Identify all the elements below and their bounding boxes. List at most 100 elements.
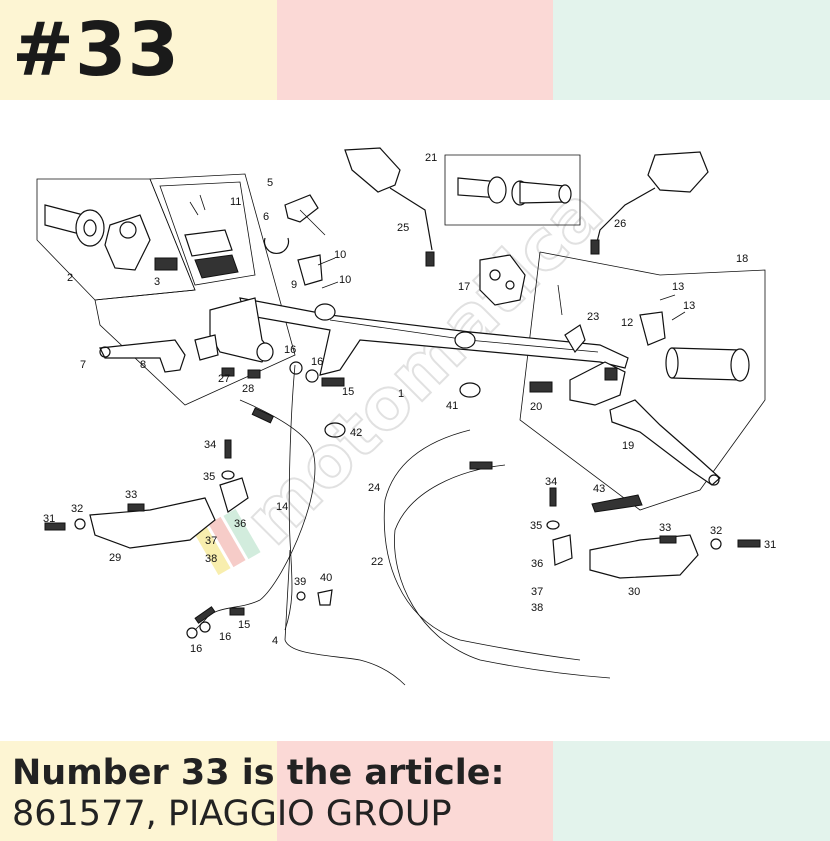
callout-1: 1 bbox=[398, 388, 404, 400]
article-heading: Number 33 is the article: bbox=[12, 753, 505, 793]
callout-25: 25 bbox=[397, 222, 409, 234]
left-mirror bbox=[344, 147, 435, 267]
watermark-strip-pink bbox=[208, 516, 246, 568]
grip-set-21 bbox=[457, 176, 572, 206]
callout-13b: 13 bbox=[683, 300, 695, 312]
callout-43: 43 bbox=[593, 483, 605, 495]
callout-32a: 32 bbox=[71, 503, 83, 515]
group-box-right-lever bbox=[519, 251, 766, 511]
band-segment-yellow bbox=[0, 0, 277, 100]
callout-41: 41 bbox=[446, 400, 458, 412]
band-segment-mint bbox=[553, 741, 830, 841]
callout-labels: 1 2 3 4 5 6 7 8 9 10 10 11 12 13 13 14 1… bbox=[43, 152, 776, 655]
right-handguard bbox=[546, 487, 761, 579]
left-switch-housing bbox=[104, 214, 178, 271]
callout-4: 4 bbox=[272, 635, 278, 647]
group-box-grips-21 bbox=[444, 154, 581, 226]
callout-16d: 16 bbox=[190, 643, 202, 655]
callout-16b: 16 bbox=[311, 356, 323, 368]
callout-5: 5 bbox=[267, 177, 273, 189]
callout-20: 20 bbox=[530, 401, 542, 413]
watermark-color-strip bbox=[193, 508, 261, 576]
callout-37a: 37 bbox=[205, 535, 217, 547]
callout-3: 3 bbox=[154, 276, 160, 288]
right-lever-mount bbox=[569, 361, 626, 406]
left-handguard bbox=[44, 439, 249, 549]
callout-18: 18 bbox=[736, 253, 748, 265]
sleeve-43 bbox=[591, 494, 643, 513]
clip-41-42 bbox=[324, 382, 481, 438]
left-grip bbox=[44, 204, 105, 247]
callout-37b: 37 bbox=[531, 586, 543, 598]
callout-24: 24 bbox=[368, 482, 380, 494]
exploded-parts-diagram: motomatica bbox=[0, 100, 830, 741]
right-mirror bbox=[590, 151, 709, 255]
callout-9: 9 bbox=[291, 279, 297, 291]
callout-10b: 10 bbox=[339, 274, 351, 286]
callout-15b: 15 bbox=[238, 619, 250, 631]
right-brake-lever bbox=[609, 399, 721, 486]
article-number: 861577, PIAGGIO GROUP bbox=[12, 794, 452, 834]
callout-6: 6 bbox=[263, 211, 269, 223]
callout-14: 14 bbox=[276, 501, 288, 513]
callout-32b: 32 bbox=[710, 525, 722, 537]
callout-31b: 31 bbox=[764, 539, 776, 551]
bracket-23 bbox=[557, 284, 586, 354]
callout-12: 12 bbox=[621, 317, 633, 329]
callout-30: 30 bbox=[628, 586, 640, 598]
band-segment-pink bbox=[277, 0, 553, 100]
callout-34b: 34 bbox=[545, 476, 557, 488]
callout-29: 29 bbox=[109, 552, 121, 564]
cables bbox=[194, 364, 611, 686]
right-switch-housing bbox=[479, 254, 526, 306]
band-segment-pink bbox=[277, 741, 553, 841]
bottom-color-band bbox=[0, 741, 830, 841]
callout-10a: 10 bbox=[334, 249, 346, 261]
callout-40: 40 bbox=[320, 572, 332, 584]
callout-17: 17 bbox=[458, 281, 470, 293]
callout-19: 19 bbox=[622, 440, 634, 452]
callout-2: 2 bbox=[67, 272, 73, 284]
reservoir-cap bbox=[184, 194, 239, 279]
callout-35a: 35 bbox=[203, 471, 215, 483]
callout-33b: 33 bbox=[659, 522, 671, 534]
callout-34a: 34 bbox=[204, 439, 216, 451]
switch-20 bbox=[529, 381, 553, 393]
master-cylinder bbox=[194, 297, 274, 363]
right-grip bbox=[665, 347, 750, 382]
clamp-9 bbox=[297, 254, 339, 289]
callout-31a: 31 bbox=[43, 513, 55, 525]
hardware-15-16 bbox=[186, 361, 345, 639]
watermark-strip-mint bbox=[223, 508, 261, 560]
group-box-reservoir-cap bbox=[159, 181, 256, 286]
left-clutch-lever bbox=[99, 339, 186, 373]
handlebar bbox=[239, 297, 629, 376]
band-segment-mint bbox=[553, 0, 830, 100]
callout-39: 39 bbox=[294, 576, 306, 588]
top-color-band bbox=[0, 0, 830, 100]
callout-22: 22 bbox=[371, 556, 383, 568]
callout-13a: 13 bbox=[672, 281, 684, 293]
callout-21: 21 bbox=[425, 152, 437, 164]
band-segment-yellow bbox=[0, 741, 277, 841]
adjuster-39-40 bbox=[296, 589, 333, 606]
diagram-canvas: motomatica bbox=[36, 147, 776, 686]
callout-15a: 15 bbox=[342, 386, 354, 398]
watermark-strip-yellow bbox=[193, 524, 231, 576]
callout-23: 23 bbox=[587, 311, 599, 323]
callout-38b: 38 bbox=[531, 602, 543, 614]
callout-7: 7 bbox=[80, 359, 86, 371]
callout-26: 26 bbox=[614, 218, 626, 230]
callout-8: 8 bbox=[140, 359, 146, 371]
callout-27: 27 bbox=[218, 373, 230, 385]
callout-11: 11 bbox=[230, 196, 241, 208]
callout-42: 42 bbox=[350, 427, 362, 439]
clamp-12 bbox=[639, 294, 686, 346]
callout-35b: 35 bbox=[530, 520, 542, 532]
callout-16c: 16 bbox=[219, 631, 231, 643]
callout-38a: 38 bbox=[205, 553, 217, 565]
callout-28: 28 bbox=[242, 383, 254, 395]
callout-16a: 16 bbox=[284, 344, 296, 356]
group-box-master-cylinder bbox=[94, 173, 296, 406]
callout-36a: 36 bbox=[234, 518, 246, 530]
